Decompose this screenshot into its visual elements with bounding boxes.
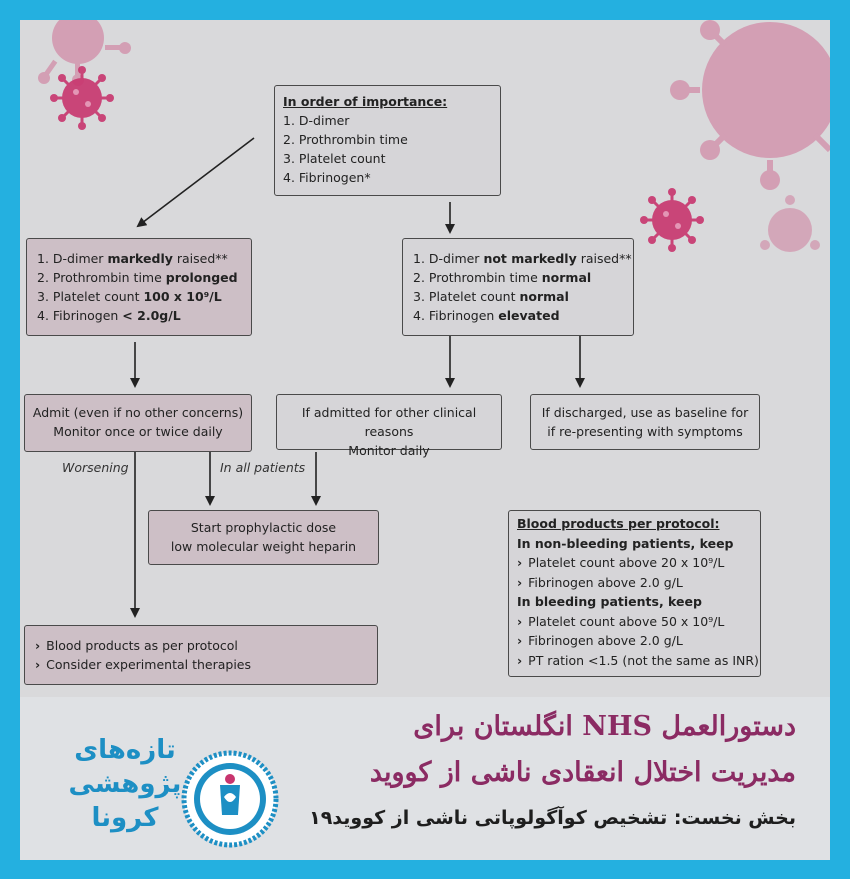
logo-text: تازه‌های پژوهشی کرونا [50, 733, 200, 835]
protocol-title: Blood products per protocol: [517, 514, 752, 534]
footer-title-line1: دستورالعمل NHS انگلستان برای [413, 711, 796, 742]
chevron-right-icon: › [517, 575, 522, 590]
discharged-line: if re-presenting with symptoms [533, 422, 757, 441]
criteria-platelet: 3. Platelet count 100 x 10⁹/L [37, 287, 241, 306]
criteria-d-dimer: 1. D-dimer not markedly raised** [413, 249, 623, 268]
protocol-box: Blood products per protocol: In non-blee… [508, 510, 761, 677]
final-item: ›Consider experimental therapies [35, 655, 367, 674]
admitted-line: Monitor daily [279, 441, 499, 460]
heparin-line: Start prophylactic dose [153, 518, 374, 537]
importance-box: In order of importance: 1. D-dimer 2. Pr… [274, 85, 501, 196]
footer-subtitle: بخش نخست: تشخیص کوآگولوپاتی ناشی از کووی… [309, 807, 796, 829]
final-item: ›Blood products as per protocol [35, 636, 367, 655]
logo-line: پژوهشی [50, 767, 200, 801]
not-marked-criteria-box: 1. D-dimer not markedly raised** 2. Prot… [402, 238, 634, 336]
chevron-right-icon: › [35, 657, 40, 672]
importance-item: 2. Prothrombin time [283, 130, 492, 149]
chevron-right-icon: › [517, 653, 522, 668]
marked-criteria-box: 1. D-dimer markedly raised** 2. Prothrom… [26, 238, 252, 336]
protocol-item: ›Platelet count above 20 x 10⁹/L [517, 553, 752, 573]
criteria-fibrinogen: 4. Fibrinogen elevated [413, 306, 623, 325]
logo-line: تازه‌های [50, 733, 200, 767]
criteria-fibrinogen: 4. Fibrinogen < 2.0g/L [37, 306, 241, 325]
logo-line: کرونا [50, 801, 200, 835]
protocol-subheading: In bleeding patients, keep [517, 592, 752, 612]
importance-item: 4. Fibrinogen* [283, 168, 492, 187]
chevron-right-icon: › [517, 614, 522, 629]
criteria-prothrombin: 2. Prothrombin time normal [413, 268, 623, 287]
arrow-importance-to-left [138, 138, 254, 226]
protocol-item: ›Fibrinogen above 2.0 g/L [517, 631, 752, 651]
footer-banner: دستورالعمل NHS انگلستان برای مدیریت اختل… [20, 697, 830, 860]
chevron-right-icon: › [35, 638, 40, 653]
discharged-line: If discharged, use as baseline for [533, 403, 757, 422]
footer-title-line2: مدیریت اختلال انعقادی ناشی از کووید [370, 757, 796, 788]
admit-line: Admit (even if no other concerns) [29, 403, 247, 422]
admitted-box: If admitted for other clinical reasons M… [276, 394, 502, 450]
admit-line: Monitor once or twice daily [29, 422, 247, 441]
importance-item: 1. D-dimer [283, 111, 492, 130]
all-patients-label: In all patients [220, 460, 305, 475]
admit-box: Admit (even if no other concerns) Monito… [24, 394, 252, 452]
protocol-item: ›PT ration <1.5 (not the same as INR) [517, 651, 752, 671]
heparin-line: low molecular weight heparin [153, 537, 374, 556]
infographic-frame: In order of importance: 1. D-dimer 2. Pr… [20, 20, 830, 860]
final-actions-box: ›Blood products as per protocol ›Conside… [24, 625, 378, 685]
admitted-line: If admitted for other clinical reasons [279, 403, 499, 441]
criteria-d-dimer: 1. D-dimer markedly raised** [37, 249, 241, 268]
protocol-item: ›Platelet count above 50 x 10⁹/L [517, 612, 752, 632]
chevron-right-icon: › [517, 633, 522, 648]
worsening-label: Worsening [62, 460, 129, 475]
criteria-platelet: 3. Platelet count normal [413, 287, 623, 306]
institute-seal-icon [180, 749, 280, 849]
discharged-box: If discharged, use as baseline for if re… [530, 394, 760, 450]
protocol-item: ›Fibrinogen above 2.0 g/L [517, 573, 752, 593]
heparin-box: Start prophylactic dose low molecular we… [148, 510, 379, 565]
protocol-subheading: In non-bleeding patients, keep [517, 534, 752, 554]
importance-item: 3. Platelet count [283, 149, 492, 168]
chevron-right-icon: › [517, 555, 522, 570]
importance-title: In order of importance: [283, 92, 492, 111]
criteria-prothrombin: 2. Prothrombin time prolonged [37, 268, 241, 287]
